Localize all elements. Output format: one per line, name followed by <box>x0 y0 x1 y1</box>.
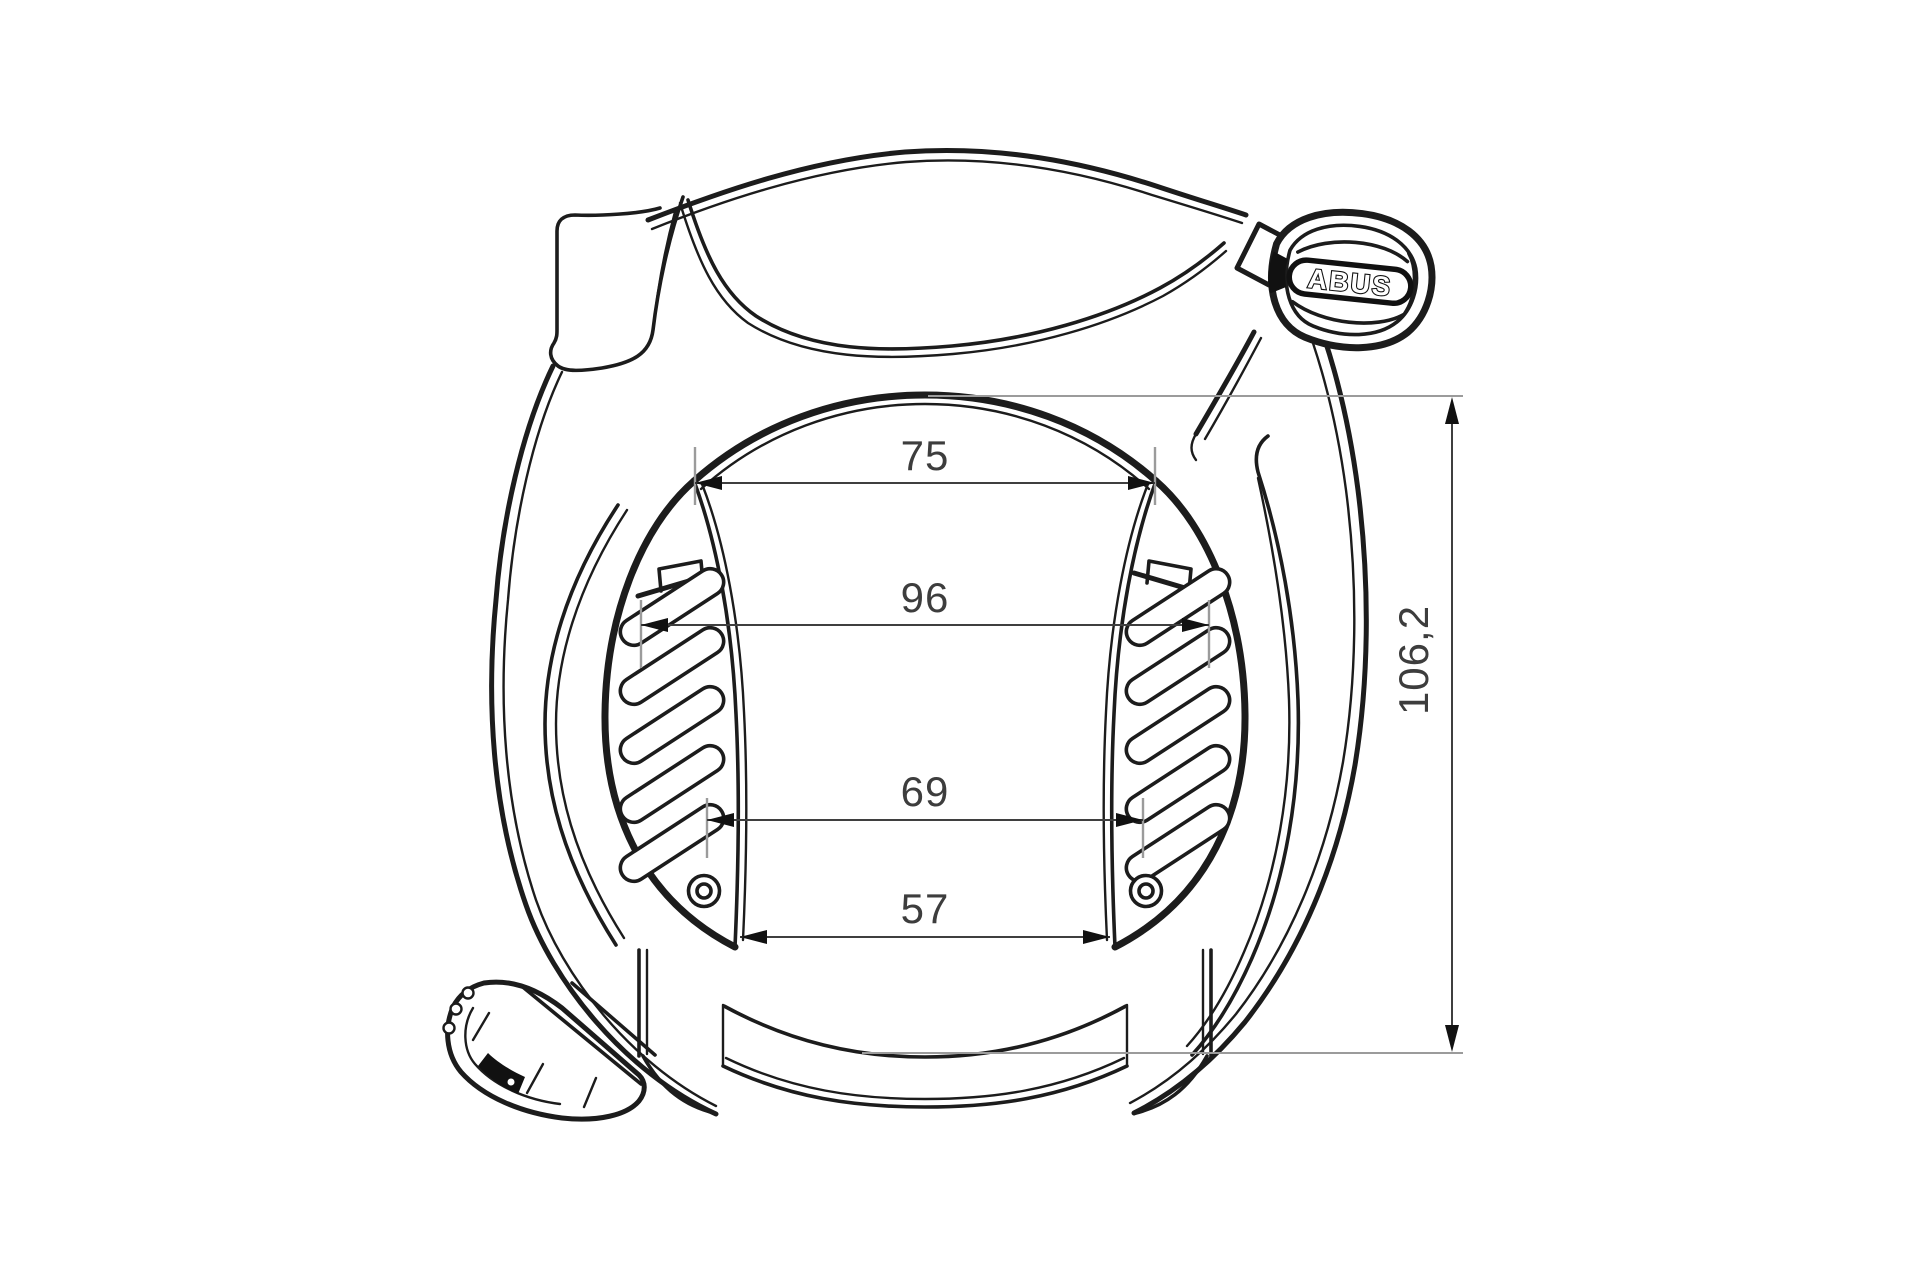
dimension-annotations: 106,2 75 96 69 <box>639 395 1463 1054</box>
key-head-bridge-bottom <box>1290 299 1406 325</box>
slot <box>618 743 726 825</box>
key-head-shaft-wedge <box>1268 251 1289 294</box>
slot <box>1124 802 1232 884</box>
left-wing-crease <box>651 210 677 334</box>
left-rivet-inner <box>695 882 713 900</box>
ring-inner-edge-left-companion <box>554 508 629 940</box>
right-arm-inner-edge-companion <box>1102 482 1150 942</box>
dimension-96: 96 <box>639 574 1211 668</box>
key-head: ABUS <box>1268 208 1436 352</box>
right-rivet-inner <box>1137 882 1155 900</box>
bottom-band <box>721 1003 1129 1109</box>
key-channel-companion <box>1203 336 1263 441</box>
arrow-right-icon <box>1182 618 1209 632</box>
key-channel-hook <box>1190 432 1198 462</box>
dimension-label: 106,2 <box>1390 605 1437 715</box>
slot <box>1124 625 1232 707</box>
dimension-label: 96 <box>901 574 950 621</box>
slot <box>618 625 726 707</box>
right-arm <box>1102 477 1249 951</box>
arrow-right-icon <box>1128 476 1155 490</box>
dimension-label: 57 <box>901 885 950 932</box>
foot-dot <box>507 1078 515 1086</box>
ring-inner-edge-right <box>1190 434 1301 1057</box>
foot-bump <box>442 1021 456 1035</box>
foot-bump <box>461 986 475 1000</box>
key-assembly: ABUS <box>1190 208 1436 462</box>
foot-rib <box>582 1076 598 1109</box>
foot-rib <box>525 1062 545 1095</box>
left-arm-outer-edge <box>601 477 739 951</box>
ring-inner-edge-left <box>543 503 620 947</box>
outer-edge-top <box>645 148 1249 223</box>
arrow-left-icon <box>707 813 734 827</box>
slot <box>618 802 726 884</box>
right-arm-inner-edge <box>1109 479 1158 949</box>
slot <box>1124 684 1232 766</box>
opening-top-arc <box>690 391 1160 485</box>
mounting-foot <box>442 979 657 1122</box>
ring-inner-edge-right-companion <box>1185 476 1291 1048</box>
arrow-left-icon <box>740 930 767 944</box>
band-lower-arc <box>721 1064 1129 1109</box>
lock-body-outline <box>489 148 1369 1117</box>
key-head-inner-arc <box>1402 252 1416 315</box>
outer-edge-left-inner <box>502 370 718 1108</box>
outer-edge-left <box>489 363 719 1117</box>
foot-inner-arc <box>464 1006 562 1106</box>
foot-rib <box>471 1011 491 1042</box>
left-arm-inner-edge-companion <box>700 482 748 942</box>
outer-edge-right <box>1131 265 1369 1116</box>
abus-logo-pill <box>1286 257 1414 307</box>
foot-outline <box>445 979 647 1122</box>
arrow-left-icon <box>695 476 722 490</box>
arrow-right-icon <box>1083 930 1110 944</box>
right-arm-slots <box>1124 566 1232 884</box>
band-upper-arc <box>722 1004 1128 1059</box>
arrow-left-icon <box>641 618 668 632</box>
dimension-106-2: 106,2 <box>1390 397 1459 1052</box>
left-arm <box>601 477 748 951</box>
dimension-69: 69 <box>705 768 1145 858</box>
outer-edge-right-inner <box>1128 272 1356 1105</box>
left-wedge-curve <box>641 1054 716 1115</box>
key-head-bridge-top <box>1296 240 1410 264</box>
top-cover-panel-edge <box>686 198 1226 351</box>
top-cover-panel-edge-companion <box>678 201 1228 359</box>
dimension-57: 57 <box>740 885 1110 944</box>
opening-top-arc-companion <box>699 402 1151 491</box>
right-arm-outer-edge <box>1111 477 1249 951</box>
slot <box>618 684 726 766</box>
arrow-down-icon <box>1445 1025 1459 1052</box>
slot <box>1124 743 1232 825</box>
right-arm-tab <box>1145 559 1193 593</box>
foot-hypotenuse <box>522 986 643 1086</box>
dimension-75: 75 <box>693 432 1157 505</box>
right-wedge-curve <box>1134 1054 1209 1115</box>
left-arm-inner-edge <box>692 479 741 949</box>
dimension-label: 75 <box>901 432 950 479</box>
arrow-up-icon <box>1445 397 1459 424</box>
bottom-wedges <box>637 948 1213 1115</box>
left-arm-slots <box>618 566 726 884</box>
slot <box>1124 566 1232 648</box>
outer-edge-top-inner <box>650 159 1244 231</box>
band-lower-arc-companion <box>724 1056 1126 1101</box>
left-mounting-wing <box>548 195 685 373</box>
foot-bump <box>449 1002 463 1016</box>
arrow-right-icon <box>1116 813 1143 827</box>
foot-attach-line <box>570 981 657 1057</box>
dimension-label: 69 <box>901 768 950 815</box>
key-channel <box>1193 329 1257 437</box>
